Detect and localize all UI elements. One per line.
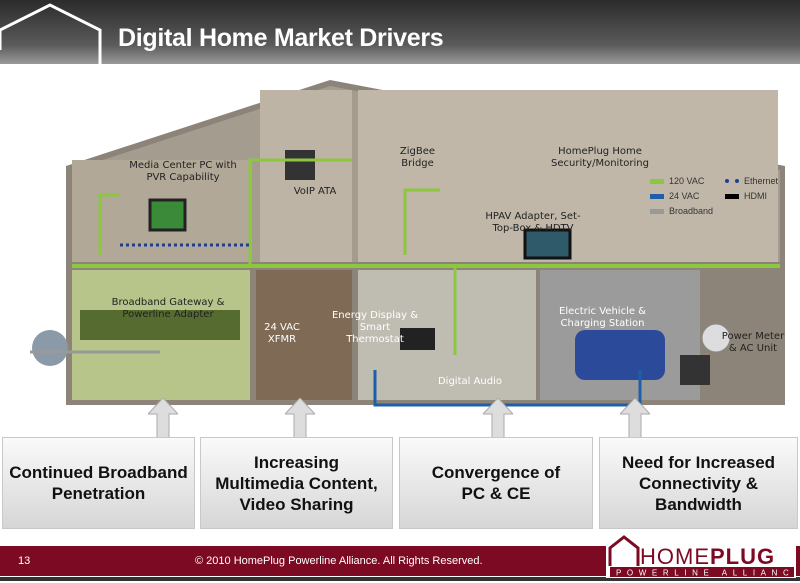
page-number: 13: [18, 555, 31, 567]
legend-item: 120 VAC: [650, 176, 704, 186]
footer-divider: [0, 577, 800, 581]
label-media-center: Media Center PC with PVR Capability: [129, 160, 237, 183]
label-hpav: HPAV Adapter, Set-Top-Box & HDTV: [485, 211, 581, 234]
label-audio: Digital Audio: [437, 376, 503, 387]
homeplug-logo: HOMEPLUG POWERLINE ALLIANCE: [606, 534, 800, 578]
power-meter: [701, 323, 731, 353]
driver-box: Convergence of PC & CE: [399, 437, 593, 529]
title-bar: [0, 0, 800, 64]
ac-unit: [680, 355, 710, 385]
house-illustration: [30, 80, 785, 407]
arrow-up-icon: [285, 398, 315, 438]
label-gateway: Broadband Gateway & Powerline Adapter: [111, 297, 225, 320]
svg-text:POWERLINE ALLIANCE: POWERLINE ALLIANCE: [616, 569, 796, 578]
label-energy: Energy Display & Smart Thermostat: [331, 310, 419, 345]
label-xfmr: 24 VAC XFMR: [264, 322, 300, 345]
svg-text:HOMEPLUG: HOMEPLUG: [640, 544, 775, 569]
legend-item: Ethernet: [725, 176, 778, 186]
arrow-up-icon: [620, 398, 650, 438]
room-kitchen: [358, 270, 536, 400]
driver-box: Increasing Multimedia Content, Video Sha…: [200, 437, 393, 529]
driver-box: Continued Broadband Penetration: [2, 437, 195, 529]
slide-title: Digital Home Market Drivers: [118, 24, 444, 52]
hdtv: [523, 228, 572, 260]
label-meter: Power Meter & AC Unit: [721, 331, 785, 354]
room-stairs: [256, 270, 352, 400]
label-zigbee: ZigBee Bridge: [399, 146, 436, 169]
legend-item: 24 VAC: [650, 191, 699, 201]
arrow-up-icon: [148, 398, 178, 438]
label-security: HomePlug Home Security/Monitoring: [551, 146, 649, 169]
label-voip: VoIP ATA: [293, 186, 337, 197]
legend-item: HDMI: [725, 191, 767, 201]
electric-vehicle: [575, 330, 665, 380]
driver-box: Need for Increased Connectivity & Bandwi…: [599, 437, 798, 529]
globe-icon: [32, 330, 68, 366]
legend-item: Broadband: [650, 206, 713, 216]
voip-phone: [285, 150, 315, 180]
copyright: © 2010 HomePlug Powerline Alliance. All …: [195, 555, 483, 567]
house-outline-icon: [0, 3, 102, 64]
label-ev: Electric Vehicle & Charging Station: [559, 306, 646, 329]
arrow-up-icon: [483, 398, 513, 438]
